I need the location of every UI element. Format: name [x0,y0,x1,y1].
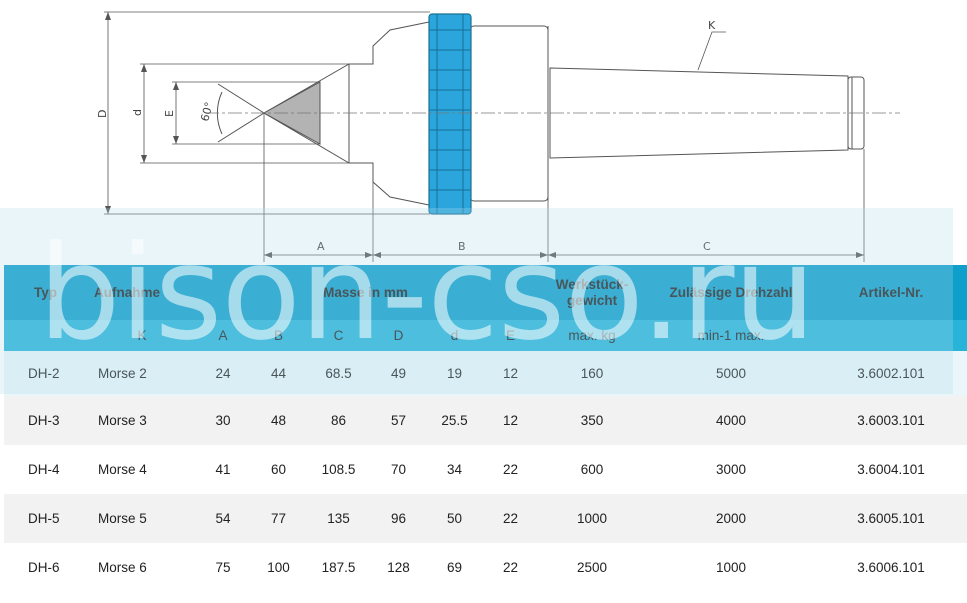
cell-rpm: 2000 [647,494,816,543]
dim-label-a: A [317,240,325,253]
cell-d-lower: 34 [425,445,484,494]
subheader-e: E [484,320,538,351]
cell-kg: 160 [537,351,648,396]
header-werkstueck: Werkstück-gewicht [537,265,648,320]
cell-a: 75 [194,543,252,592]
cell-d-lower: 25.5 [425,396,484,445]
morse-taper-shank [549,67,849,159]
subheader-empty-end [815,320,967,351]
cell-typ: DH-6 [4,543,90,592]
cell-aufnahme: Morse 6 [90,543,194,592]
cell-kg: 350 [537,396,648,445]
cell-artikel: 3.6002.101 [815,351,967,396]
cell-typ: DH-3 [4,396,90,445]
cell-rpm: 3000 [647,445,816,494]
cell-a: 30 [194,396,252,445]
cell-c: 187.5 [305,543,372,592]
cell-aufnahme: Morse 2 [90,351,194,396]
cell-artikel: 3.6004.101 [815,445,967,494]
subheader-b: B [252,320,305,351]
dim-label-k: K [708,19,716,32]
dim-label-angle: 60° [198,101,216,123]
header-werkstueck-line2: gewicht [566,292,618,308]
subheader-d-lower: d [425,320,484,351]
cell-d-upper: 128 [372,543,425,592]
cell-rpm: 4000 [647,396,816,445]
subheader-rpm: min-1 max. [647,320,816,351]
cell-b: 44 [252,351,305,396]
cell-e: 22 [484,494,538,543]
cell-b: 77 [252,494,305,543]
header-drehzahl: Zulässige Drehzahl [647,265,816,320]
table-row: DH-3 Morse 3 30 48 86 57 25.5 12 350 400… [4,396,967,445]
cell-e: 12 [484,351,538,396]
table-row: DH-2 Morse 2 24 44 68.5 49 19 12 160 500… [4,351,967,396]
cell-kg: 2500 [537,543,648,592]
cell-c: 86 [305,396,372,445]
cell-c: 135 [305,494,372,543]
dim-label-d-upper: D [96,110,109,118]
table-row: DH-5 Morse 5 54 77 135 96 50 22 1000 200… [4,494,967,543]
cell-a: 41 [194,445,252,494]
table-row: DH-6 Morse 6 75 100 187.5 128 69 22 2500… [4,543,967,592]
header-werkstueck-line1: Werkstück- [555,276,629,292]
cell-artikel: 3.6006.101 [815,543,967,592]
cell-e: 22 [484,543,538,592]
subheader-kg: max. kg [537,320,648,351]
cell-d-lower: 19 [425,351,484,396]
cell-artikel: 3.6003.101 [815,396,967,445]
dim-label-b: B [458,240,466,253]
cell-d-upper: 57 [372,396,425,445]
cell-kg: 600 [537,445,648,494]
header-masse: Masse in mm [194,265,538,320]
cell-b: 60 [252,445,305,494]
dim-label-e: E [163,110,176,117]
dim-label-c: C [703,240,711,253]
cell-d-upper: 96 [372,494,425,543]
cell-b: 100 [252,543,305,592]
cell-aufnahme: Morse 4 [90,445,194,494]
cell-b: 48 [252,396,305,445]
table-row: DH-4 Morse 4 41 60 108.5 70 34 22 600 30… [4,445,967,494]
subheader-empty [4,320,90,351]
header-aufnahme: Aufnahme [90,265,194,320]
spec-table: Typ Aufnahme Masse in mm Werkstück-gewic… [4,265,967,592]
cell-c: 108.5 [305,445,372,494]
cell-d-lower: 50 [425,494,484,543]
cell-a: 24 [194,351,252,396]
table-header-row: Typ Aufnahme Masse in mm Werkstück-gewic… [4,265,967,320]
cell-c: 68.5 [305,351,372,396]
knurled-ring [428,13,472,215]
cell-rpm: 1000 [647,543,816,592]
table-subheader-row: K A B C D d E max. kg min-1 max. [4,320,967,351]
cell-kg: 1000 [537,494,648,543]
cell-d-upper: 49 [372,351,425,396]
cell-d-upper: 70 [372,445,425,494]
subheader-c: C [305,320,372,351]
dim-label-d-lower: d [131,109,144,116]
header-typ: Typ [4,265,90,320]
technical-drawing: A B C K D d E 60° [96,11,900,262]
cell-artikel: 3.6005.101 [815,494,967,543]
cell-aufnahme: Morse 5 [90,494,194,543]
header-artikel: Artikel-Nr. [815,265,967,320]
cell-d-lower: 69 [425,543,484,592]
cell-typ: DH-5 [4,494,90,543]
subheader-k: K [90,320,194,351]
cell-e: 22 [484,445,538,494]
cell-aufnahme: Morse 3 [90,396,194,445]
bearing-housing [469,25,549,202]
cell-rpm: 5000 [647,351,816,396]
cell-a: 54 [194,494,252,543]
cell-typ: DH-4 [4,445,90,494]
subheader-d-upper: D [372,320,425,351]
subheader-a: A [194,320,252,351]
cell-e: 12 [484,396,538,445]
cell-typ: DH-2 [4,351,90,396]
